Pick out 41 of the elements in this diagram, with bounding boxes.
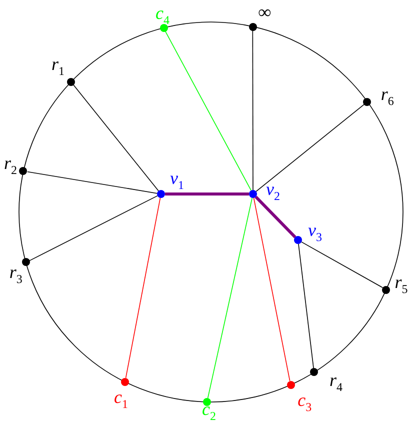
vertex-dot	[157, 190, 165, 198]
vertex-label: r$_{1}$	[52, 55, 65, 77]
vertex-label: c$_{1}$	[114, 388, 128, 410]
vertex-dot	[67, 78, 76, 86]
graph-edge	[125, 198, 161, 378]
graph-edge	[73, 84, 159, 192]
vertex-label: v$_{3}$	[308, 221, 322, 243]
vertex-label: c$_{3}$	[298, 391, 312, 413]
vertex-dot	[382, 286, 390, 294]
graph-edge	[253, 198, 290, 382]
vertex-dot	[160, 24, 168, 32]
vertex-label: c$_{2}$	[202, 400, 216, 422]
graph-edge	[27, 171, 158, 194]
graph-edge	[298, 244, 314, 369]
vertex-dot	[249, 190, 257, 198]
vertex-dot	[22, 258, 30, 266]
vertex-dot	[286, 380, 295, 389]
graph-edge	[256, 104, 365, 192]
graph-edge	[29, 195, 158, 262]
vertex-dot	[248, 22, 257, 31]
vertex-label: r$_{6}$	[380, 84, 394, 107]
graph-edge	[165, 192, 249, 196]
vertex-dot	[363, 98, 372, 106]
graph-edge	[207, 198, 253, 398]
vertex-dot	[202, 398, 211, 406]
vertex-dot	[310, 368, 318, 376]
vertex-label: r$_{5}$	[394, 272, 408, 294]
graph-edge	[301, 242, 384, 288]
vertex-dot	[294, 236, 302, 244]
vertex-label: r$_{4}$	[330, 372, 343, 394]
vertex-label: r$_{2}$	[4, 154, 17, 176]
vertex-label: c$_{4}$	[156, 4, 170, 26]
graph-edge	[254, 196, 296, 238]
vertex-label: r$_{3}$	[9, 264, 22, 286]
vertex-dot	[19, 167, 28, 176]
graph-edge	[252, 30, 254, 190]
vertex-label: ∞	[258, 2, 272, 21]
graph-edge	[165, 31, 252, 191]
vertex-dot	[121, 378, 130, 386]
vertex-label: v$_{2}$	[266, 180, 280, 202]
vertex-label: v$_{1}$	[170, 169, 184, 191]
